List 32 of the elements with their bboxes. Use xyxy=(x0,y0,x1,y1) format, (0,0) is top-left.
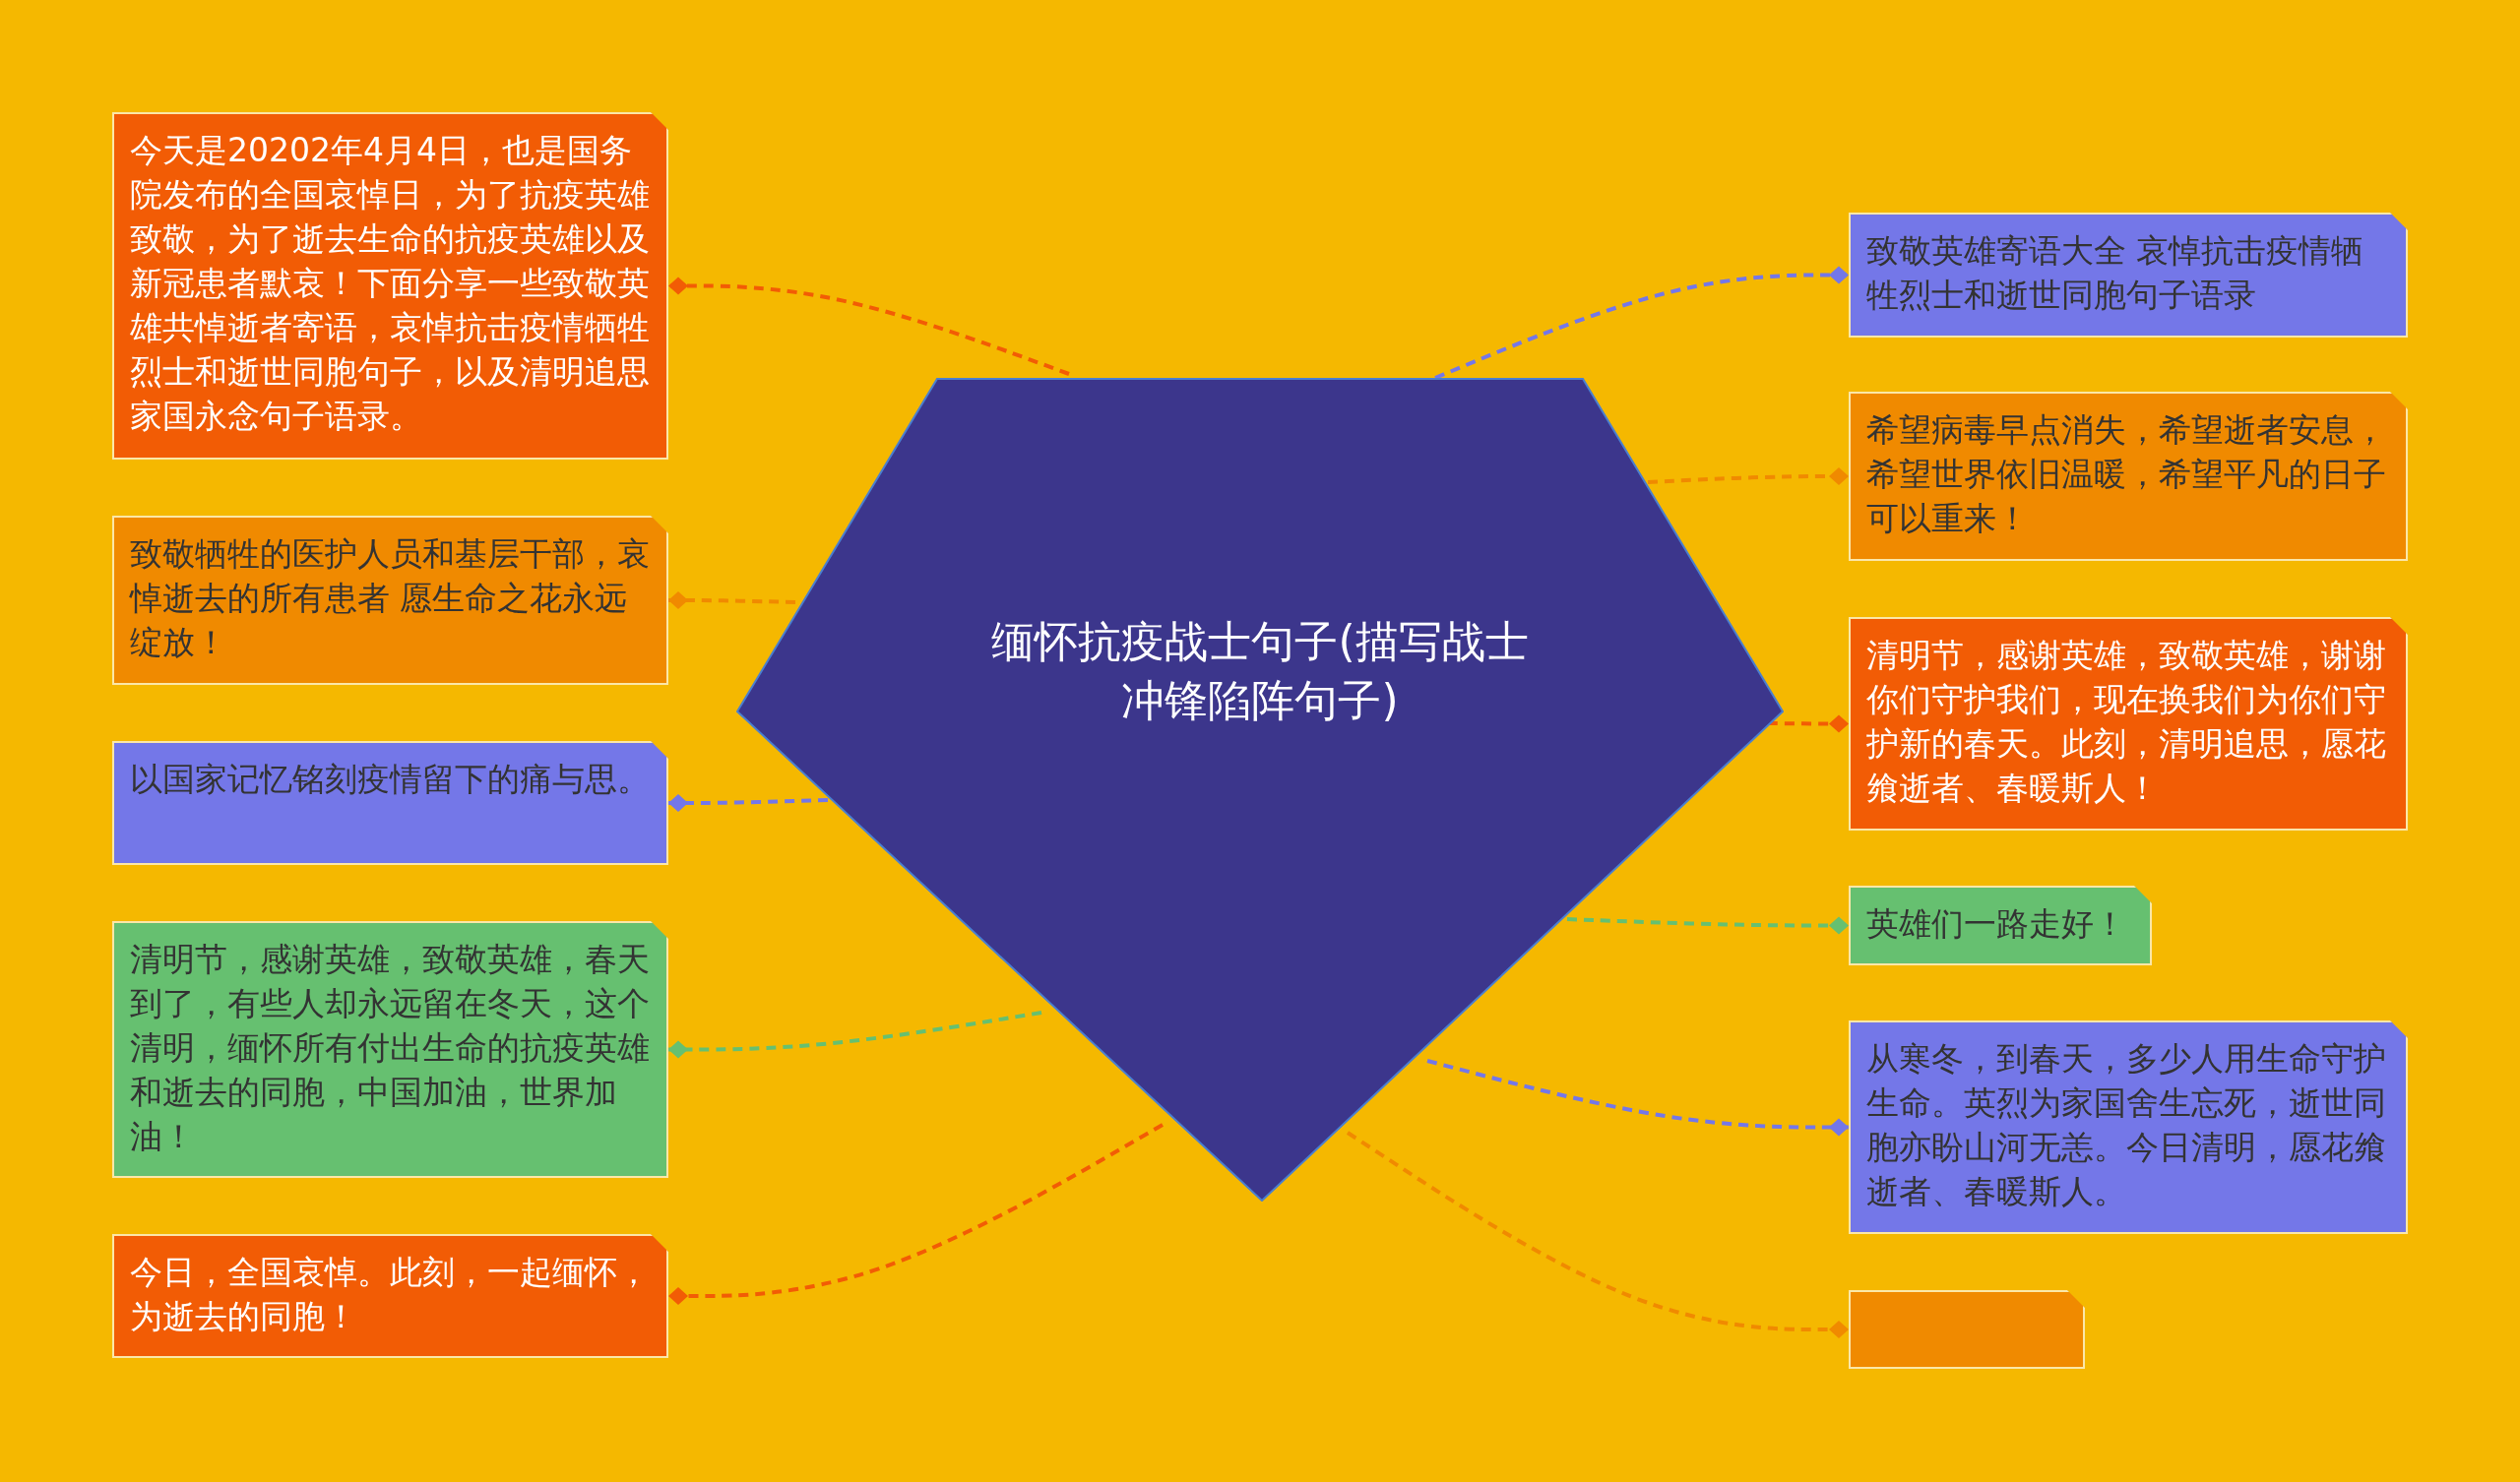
note-card xyxy=(1849,392,2408,561)
note-card xyxy=(112,921,668,1178)
note-text: 以国家记忆铭刻疫情留下的痛与思。 xyxy=(130,759,651,800)
dashed-connector xyxy=(1426,1059,1849,1137)
note-card xyxy=(1849,617,2408,831)
note-card xyxy=(1849,1020,2408,1234)
note-text: 今天是20202年4月4日，也是国务院发布的全国哀悼日，为了抗疫英雄致敬，为了逝去生命的抗疫英雄以及新冠患者默哀！下面分享一些致敬英雄共悼逝者寄语，哀悼抗击疫情牺牲烈士和逝世同胞句子，以及清明追思家国永念句子语录。 xyxy=(130,130,651,437)
note-card xyxy=(112,1234,668,1358)
note-text: 今日，全国哀悼。此刻，一起缅怀，为逝去的同胞！ xyxy=(130,1252,651,1337)
note-card xyxy=(112,741,668,865)
note-text: 清明节，感谢英雄，致敬英雄，谢谢你们守护我们，现在换我们为你们守护新的春天。此刻，清明追思，愿花飨逝者、春暖斯人！ xyxy=(1866,635,2387,809)
note-text: 致敬英雄寄语大全 哀悼抗击疫情牺牲烈士和逝世同胞句子语录 xyxy=(1866,230,2365,316)
dashed-connector xyxy=(668,277,1070,376)
note-text: 清明节，感谢英雄，致敬英雄，春天到了，有些人却永远留在冬天，这个清明，缅怀所有付出生命的抗疫英雄和逝去的同胞，中国加油，世界加油！ xyxy=(130,939,651,1157)
dashed-connector xyxy=(668,1123,1164,1305)
dashed-connector xyxy=(1346,1131,1849,1338)
note-text: 从寒冬，到春天，多少人用生命守护生命。英烈为家国舍生忘死，逝世同胞亦盼山河无恙。今日清明，愿花飨逝者、春暖斯人。 xyxy=(1866,1038,2387,1212)
dashed-connector xyxy=(1434,266,1849,380)
dashed-connector xyxy=(668,591,796,609)
note-text: 希望病毒早点消失，希望逝者安息，希望世界依旧温暖，希望平凡的日子可以重来！ xyxy=(1866,409,2387,539)
dashed-connector xyxy=(1647,467,1849,485)
empty-card xyxy=(1849,1290,2085,1369)
title-text: 缅怀抗疫战士句子(描写战士冲锋陷阵句子) xyxy=(990,615,1530,727)
dashed-connector xyxy=(668,794,829,812)
note-card xyxy=(112,516,668,685)
dashed-connector xyxy=(668,1011,1042,1059)
note-text: 英雄们一路走好！ xyxy=(1866,903,2127,945)
note-card xyxy=(1849,886,2152,965)
dashed-connector xyxy=(1566,916,1849,935)
note-text: 致敬牺牲的医护人员和基层干部，哀悼逝去的所有患者 愿生命之花永远绽放！ xyxy=(130,533,651,663)
note-card xyxy=(1849,213,2408,338)
note-card xyxy=(112,112,668,460)
